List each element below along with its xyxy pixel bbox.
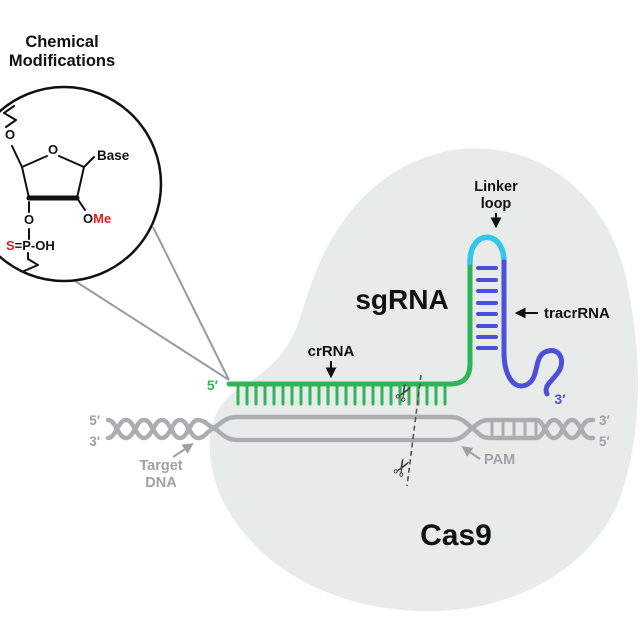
crrna-strand bbox=[226, 259, 473, 406]
sgrna-label: sgRNA bbox=[355, 284, 448, 315]
nucleotide-structure-bonds bbox=[3, 105, 95, 272]
pam-label: PAM bbox=[484, 452, 515, 468]
inset-callout-line-upper bbox=[152, 226, 230, 381]
ribose-ring-bond-right-top bbox=[58, 155, 85, 168]
crrna-base-ticks bbox=[236, 385, 447, 406]
inset-title-line2: Modifications bbox=[9, 52, 115, 70]
chain-squiggle-top bbox=[3, 105, 17, 128]
crrna-label: crRNA bbox=[308, 343, 355, 360]
cut-site-dashed-line bbox=[406, 374, 422, 487]
dna-strand-bottom bbox=[105, 417, 596, 443]
dna-right-bottom-prime: 5′ bbox=[599, 434, 610, 449]
target-dna-arrow bbox=[172, 443, 194, 458]
ome-oxygen: O bbox=[83, 211, 93, 226]
tracrrna-three-prime-label: 3′ bbox=[554, 391, 566, 407]
target-dna bbox=[105, 414, 596, 443]
dna-right-top-prime: 3′ bbox=[599, 413, 610, 428]
crrna-five-prime-label: 5′ bbox=[207, 377, 219, 393]
chemical-modifications-inset: Chemical Modifications O O Base OMe O S=… bbox=[0, 33, 163, 283]
base-label: Base bbox=[97, 148, 130, 163]
pam-arrow bbox=[461, 446, 481, 460]
inset-callout-line-lower bbox=[74, 280, 230, 381]
tracrrna-strand bbox=[476, 259, 565, 397]
chain-bond-to-ring bbox=[11, 145, 23, 168]
target-dna-label-line1: Target bbox=[139, 458, 182, 474]
dna-left-top-prime: 5′ bbox=[89, 413, 100, 428]
ribose-ring-bond-right bbox=[76, 166, 85, 199]
pam-base-pair-rungs bbox=[490, 421, 538, 437]
o3-oxygen: O bbox=[24, 212, 34, 227]
inset-title-line1: Chemical bbox=[25, 33, 98, 51]
ribose-ring-bond-left bbox=[21, 166, 30, 199]
base-bond bbox=[83, 156, 95, 168]
ribose-ring-oxygen: O bbox=[48, 142, 58, 157]
chain-oxygen: O bbox=[5, 127, 15, 142]
thio-phosphate: =P-OH bbox=[15, 238, 55, 253]
ribose-ring-bond-left-top bbox=[21, 155, 48, 168]
thio-sulfur: S bbox=[6, 238, 15, 253]
crrna-backbone bbox=[226, 259, 473, 387]
target-dna-label-line2: DNA bbox=[145, 475, 177, 491]
tracrrna-stem bbox=[501, 259, 565, 397]
cas9-protein-blob bbox=[209, 148, 638, 612]
phosphate-squiggle-bottom bbox=[23, 258, 39, 272]
linker-loop-arc bbox=[467, 234, 507, 265]
cas9-label: Cas9 bbox=[420, 519, 492, 552]
stem-base-pair-rungs bbox=[476, 266, 498, 350]
ome-methyl: Me bbox=[93, 211, 111, 226]
phosphorothioate-label: S=P-OH bbox=[6, 238, 55, 253]
tracrrna-label: tracrRNA bbox=[544, 305, 610, 322]
linker-loop-label-line2: loop bbox=[481, 196, 512, 212]
linker-loop-label-line1: Linker bbox=[474, 179, 518, 195]
ome-group-label: OMe bbox=[83, 211, 111, 226]
dna-left-bottom-prime: 3′ bbox=[89, 434, 100, 449]
ome-bond bbox=[76, 197, 86, 211]
